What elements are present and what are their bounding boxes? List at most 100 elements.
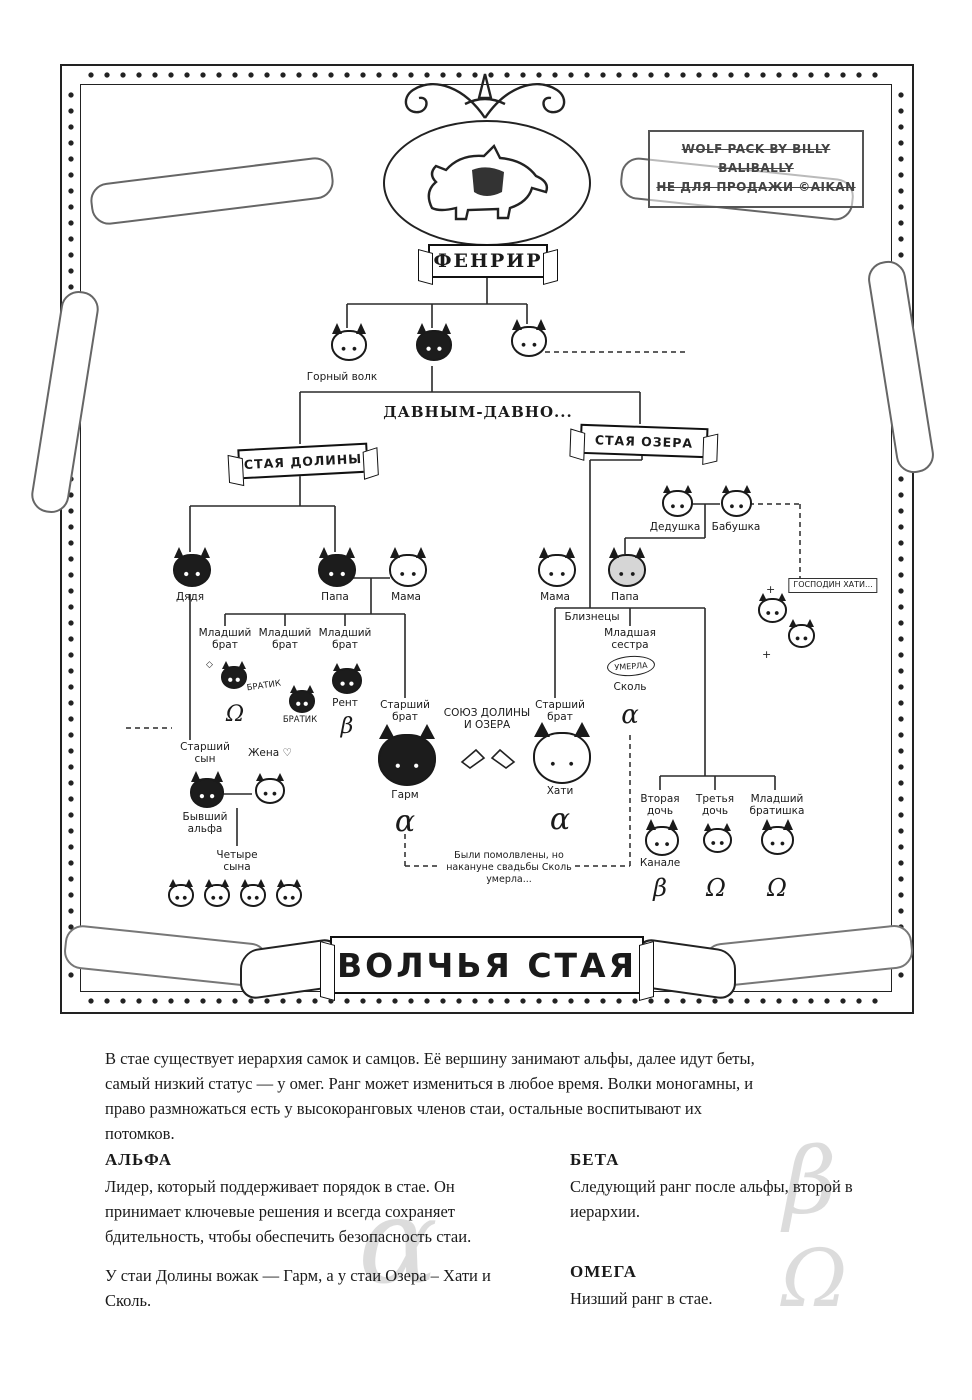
- mountain-wolf-icon: [331, 323, 367, 361]
- skoll-label: Сколь: [613, 681, 647, 693]
- garm-wolf-icon: [378, 724, 436, 786]
- omega-heading: ОМЕГА: [570, 1262, 637, 1281]
- watermark-box: WOLF PACK BY BILLY BALIBALLY НЕ ДЛЯ ПРОД…: [648, 130, 864, 208]
- mister-hati-wolf-icon: [758, 593, 787, 623]
- younger-bro-label: Младший братишка: [749, 793, 805, 817]
- wife-wolf-icon: [255, 773, 285, 804]
- grandfather-wolf-icon: [662, 485, 693, 517]
- four-sons-label: Четыре сына: [216, 849, 258, 873]
- bratik-label-2: БРАТИК: [282, 715, 318, 725]
- lake-papa-wolf-icon: [608, 547, 646, 587]
- fenrir-banner: ФЕНРИР: [428, 244, 548, 278]
- son-cub-icon-2: [204, 879, 230, 907]
- son-cub-icon-3: [240, 879, 266, 907]
- beta-heading: БЕТА: [570, 1150, 620, 1169]
- lake-papa-label: Папа: [611, 591, 639, 603]
- second-daughter-wolf-icon: [645, 819, 679, 856]
- grandmother-label: Бабушка: [711, 521, 761, 533]
- frame-outer-border: [60, 64, 914, 1014]
- garm-label: Гарм: [391, 789, 419, 801]
- alpha-description: Лидер, который поддерживает порядок в ст…: [105, 1177, 472, 1247]
- engagement-note: Были помолвлены, но накануне свадьбы Ско…: [443, 850, 575, 886]
- grandmother-wolf-icon: [721, 485, 752, 517]
- watermark-line2: НЕ ДЛЯ ПРОДАЖИ ©AIKAN: [656, 180, 856, 195]
- crest-medallion: [383, 120, 591, 246]
- elder-son-label: Старший сын: [180, 741, 230, 765]
- younger-brother-1-label: Младший брат: [198, 627, 252, 651]
- lake-pack-label: СТАЯ ОЗЕРА: [594, 431, 694, 451]
- elder-brother-hati-label: Старший брат: [535, 699, 585, 723]
- uncle-wolf-icon: [173, 547, 211, 587]
- wife-label: Жена ♡: [248, 747, 292, 759]
- fenrir-title: ФЕНРИР: [433, 250, 543, 272]
- elder-brother-garm-label: Старший брат: [380, 699, 430, 723]
- third-daughter-wolf-icon: [703, 823, 732, 853]
- crest-flourish: [404, 73, 566, 119]
- twins-caption: Близнецы: [561, 611, 623, 624]
- alpha-watermark: α: [358, 1172, 438, 1310]
- omega-watermark: Ω: [780, 1232, 848, 1325]
- second-daughter-label: Вторая дочь: [640, 793, 680, 817]
- elder-son-wolf-icon: [190, 771, 224, 808]
- sparkle-icon: +: [762, 648, 772, 661]
- long-ago-caption: ДАВНЫМ-ДАВНО...: [379, 404, 577, 421]
- younger-brother-2-label: Младший брат: [258, 627, 312, 651]
- ancestor-black-wolf-icon: [416, 323, 452, 361]
- frame-decoration-bottom: [84, 996, 886, 1006]
- omega-description: Низший ранг в стае.: [570, 1289, 713, 1308]
- bratik-cat-icon-1: [221, 661, 247, 689]
- frame-decoration-right: [896, 88, 906, 986]
- younger-brother-3-label: Младший брат: [318, 627, 372, 651]
- wolf-pack-title-banner: ВОЛЧЬЯ СТАЯ: [330, 936, 644, 994]
- valley-mama-wolf-icon: [389, 547, 427, 587]
- lake-pack-banner: СТАЯ ОЗЕРА: [579, 423, 709, 459]
- omega-section: ОМЕГА Низший ранг в стае.: [570, 1262, 870, 1311]
- valley-papa-wolf-icon: [318, 547, 356, 587]
- younger-sister-label: Младшая сестра: [604, 627, 656, 651]
- alpha-leaders-note: У стаи Долины вожак — Гарм, а у стаи Озе…: [105, 1266, 491, 1311]
- rent-wolf-icon: [332, 663, 362, 694]
- frame-decoration-left: [66, 88, 76, 986]
- omega-rank-third-daughter: Ω: [706, 874, 726, 902]
- ancestor-white-wolf-icon: [511, 319, 547, 357]
- valley-pack-label: СТАЯ ДОЛИНЫ: [243, 450, 363, 472]
- mister-hati-label: ГОСПОДИН ХАТИ...: [788, 578, 878, 593]
- beta-rank-kanale: β: [653, 874, 667, 902]
- kanale-label: Канале: [639, 857, 681, 869]
- former-alpha-label: Бывший альфа: [182, 811, 228, 835]
- alpha-heading: АЛЬФА: [105, 1150, 172, 1169]
- uncle-label: Дядя: [175, 591, 205, 603]
- sparkle-icon: +: [766, 583, 776, 596]
- hati-label: Хати: [546, 785, 574, 797]
- beta-description: Следующий ранг после альфы, второй в иер…: [570, 1177, 853, 1222]
- omega-rank-younger-bro: Ω: [767, 874, 787, 902]
- union-caption: СОЮЗ ДОЛИНЫ И ОЗЕРА: [440, 707, 534, 732]
- legend-intro-text: В стае существует иерархия самок и самцо…: [105, 1049, 755, 1144]
- rent-label: Рент: [332, 697, 358, 709]
- sparkle-diamond-icon: ◇: [206, 660, 213, 670]
- valley-mama-label: Мама: [391, 591, 421, 603]
- paw-shake-icon: [460, 748, 516, 769]
- beta-watermark: β: [783, 1128, 837, 1235]
- wolf-pack-title: ВОЛЧЬЯ СТАЯ: [336, 945, 637, 985]
- grandfather-label: Дедушка: [649, 521, 701, 533]
- alpha-rank-skoll: α: [621, 700, 639, 730]
- mountain-wolf-label: Горный волк: [306, 371, 378, 383]
- lake-mama-wolf-icon: [538, 547, 576, 587]
- alpha-rank-garm: α: [394, 804, 416, 839]
- beta-rank-rent: β: [340, 714, 354, 739]
- omega-rank-bratik: Ω: [225, 702, 245, 727]
- legend-intro-block: В стае существует иерархия самок и самцо…: [105, 1046, 773, 1146]
- son-cub-icon-4: [276, 879, 302, 907]
- beta-section: БЕТА Следующий ранг после альфы, второй …: [570, 1150, 870, 1224]
- son-cub-icon-1: [168, 879, 194, 907]
- alpha-section: АЛЬФА Лидер, который поддерживает порядо…: [105, 1150, 497, 1313]
- bratik-cat-icon-2: [289, 685, 315, 713]
- died-label: УМЕРЛА: [614, 660, 648, 672]
- mister-hati-companion-wolf-icon: [788, 619, 815, 648]
- hati-wolf-icon: [533, 722, 591, 784]
- fenrir-wolf-illustration: [427, 143, 549, 221]
- younger-bro-wolf-icon: [761, 819, 794, 855]
